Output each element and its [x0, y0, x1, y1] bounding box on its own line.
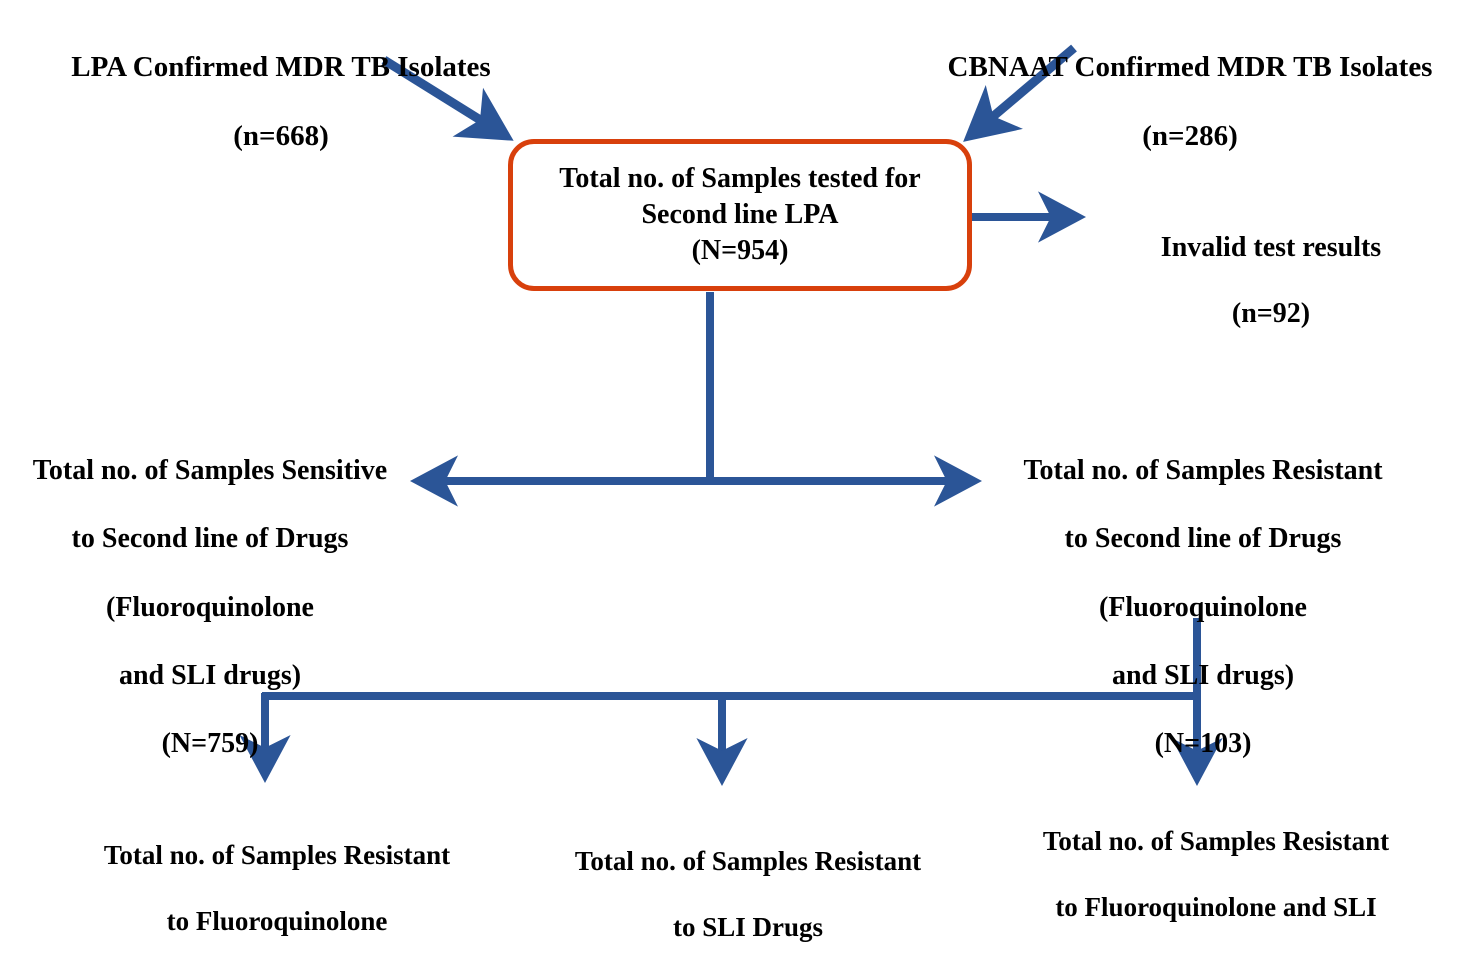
resistant-fq-line1: Total no. of Samples Resistant: [103, 839, 451, 870]
node-resistant-fluoroquinolone: Total no. of Samples Resistant to Fluoro…: [52, 806, 502, 954]
resistant-line4: and SLI drugs): [1111, 660, 1295, 692]
node-total-samples-tested: Total no. of Samples tested for Second l…: [508, 139, 972, 291]
sensitive-line1: Total no. of Samples Sensitive: [32, 455, 388, 487]
invalid-label: Invalid test results: [1160, 232, 1382, 264]
resistant-line3: (Fluoroquinolone: [1099, 591, 1307, 623]
resistant-fq-line2: to Fluoroquinolone: [166, 905, 388, 936]
node-cbnaat-confirmed-source: CBNAAT Confirmed MDR TB Isolates (n=286): [920, 16, 1460, 187]
resistant-line2: to Second line of Drugs: [1064, 523, 1342, 555]
resistant-count: (N=103): [1154, 728, 1252, 760]
cbnaat-source-label: CBNAAT Confirmed MDR TB Isolates: [947, 51, 1433, 84]
total-tested-count: (N=954): [691, 234, 789, 266]
node-lpa-confirmed-source: LPA Confirmed MDR TB Isolates (n=668): [36, 16, 526, 187]
resistant-sli-line2: to SLI Drugs: [672, 911, 824, 942]
node-resistant-fluoroquinolone-and-sli: Total no. of Samples Resistant to Fluoro…: [996, 792, 1436, 954]
sensitive-line3: (Fluoroquinolone: [106, 591, 314, 623]
lpa-source-label: LPA Confirmed MDR TB Isolates: [71, 51, 491, 84]
total-tested-line1: Total no. of Samples tested for: [559, 163, 921, 195]
total-tested-line2: Second line LPA: [641, 199, 839, 231]
sensitive-count: (N=759): [161, 728, 259, 760]
node-samples-sensitive-second-line: Total no. of Samples Sensitive to Second…: [0, 420, 420, 796]
resistant-sli-line1: Total no. of Samples Resistant: [574, 845, 922, 876]
resistant-fq-sli-line2: to Fluoroquinolone and SLI: [1055, 891, 1377, 922]
node-resistant-sli-drugs: Total no. of Samples Resistant to SLI Dr…: [528, 812, 968, 954]
cbnaat-source-count: (n=286): [1142, 119, 1238, 152]
sensitive-line4: and SLI drugs): [118, 660, 302, 692]
lpa-source-count: (n=668): [233, 119, 329, 152]
resistant-line1: Total no. of Samples Resistant: [1023, 455, 1383, 487]
node-invalid-test-results: Invalid test results (n=92): [1096, 198, 1446, 363]
resistant-fq-sli-line1: Total no. of Samples Resistant: [1042, 825, 1390, 856]
node-samples-resistant-second-line: Total no. of Samples Resistant to Second…: [988, 420, 1418, 796]
sensitive-line2: to Second line of Drugs: [71, 523, 349, 555]
invalid-count: (n=92): [1231, 298, 1311, 330]
